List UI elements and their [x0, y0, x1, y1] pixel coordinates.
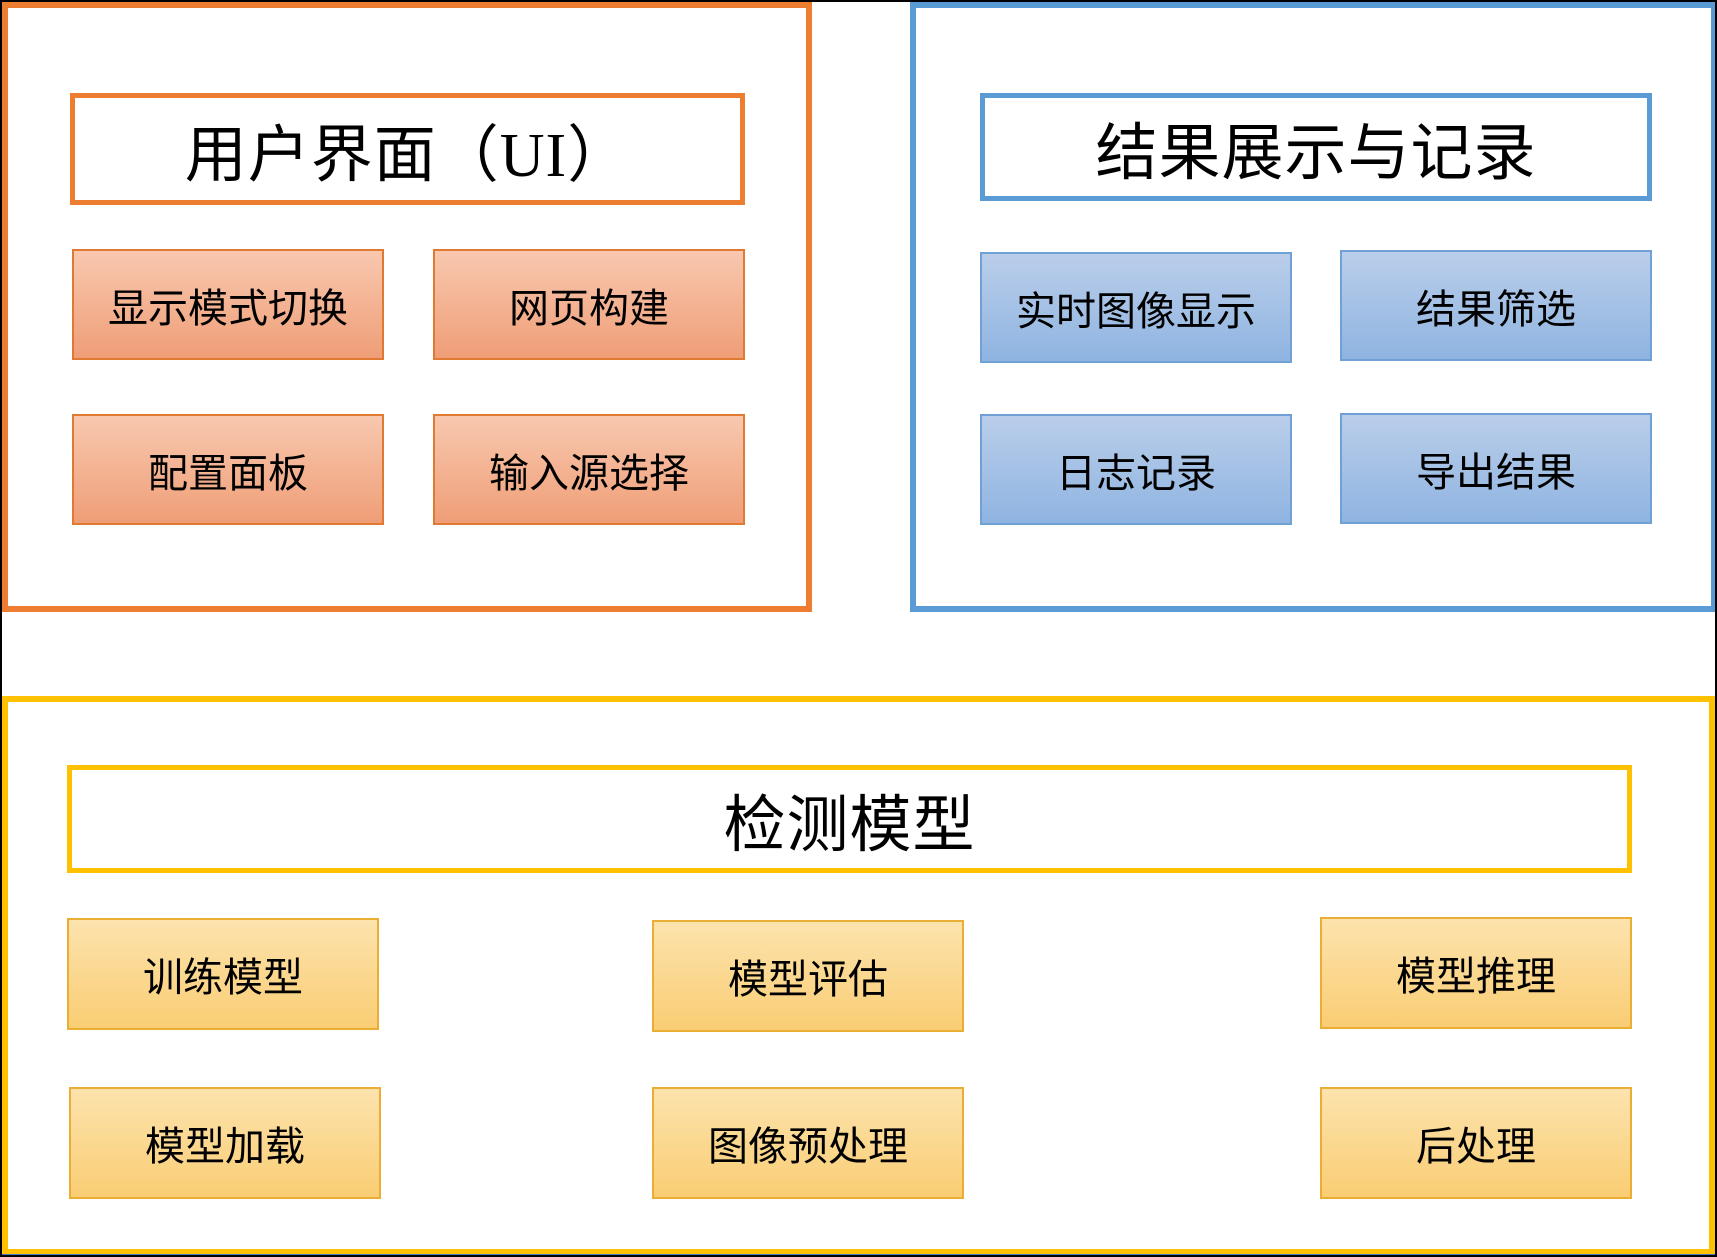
section-model-title: 检测模型	[723, 792, 976, 860]
box-image-preprocess-label: 图像预处理	[708, 1124, 908, 1169]
box-display-mode-switch: 显示模式切换	[72, 249, 384, 360]
box-train-model-label: 训练模型	[143, 955, 303, 1000]
section-ui-title-box: 用户界面（UI）	[70, 93, 745, 205]
box-image-preprocess: 图像预处理	[652, 1087, 964, 1199]
box-log-record: 日志记录	[980, 414, 1292, 525]
box-result-filter-label: 结果筛选	[1416, 286, 1576, 332]
box-model-inference: 模型推理	[1320, 917, 1632, 1029]
box-realtime-image-display: 实时图像显示	[980, 252, 1292, 363]
box-config-panel: 配置面板	[72, 414, 384, 525]
bottom-edge-line	[2, 1254, 1715, 1255]
box-postprocess: 后处理	[1320, 1087, 1632, 1199]
box-web-page-build-label: 网页构建	[509, 285, 669, 331]
box-model-eval-label: 模型评估	[728, 957, 888, 1002]
box-model-load-label: 模型加载	[145, 1124, 305, 1169]
box-realtime-image-display-label: 实时图像显示	[1016, 288, 1256, 334]
section-results-title-box: 结果展示与记录	[980, 93, 1652, 201]
box-input-source-select: 输入源选择	[433, 414, 745, 525]
box-model-eval: 模型评估	[652, 920, 964, 1032]
box-log-record-label: 日志记录	[1056, 450, 1216, 496]
box-export-results: 导出结果	[1340, 413, 1652, 524]
box-result-filter: 结果筛选	[1340, 250, 1652, 361]
box-export-results-label: 导出结果	[1416, 449, 1576, 495]
box-input-source-select-label: 输入源选择	[489, 450, 689, 496]
box-model-load: 模型加载	[69, 1087, 381, 1199]
box-model-inference-label: 模型推理	[1396, 954, 1556, 999]
section-results-title: 结果展示与记录	[1095, 120, 1537, 188]
section-model-title-box: 检测模型	[67, 765, 1632, 873]
box-display-mode-switch-label: 显示模式切换	[108, 285, 348, 331]
box-web-page-build: 网页构建	[433, 249, 745, 360]
section-ui-title: 用户界面（UI）	[184, 122, 631, 190]
box-postprocess-label: 后处理	[1416, 1124, 1536, 1169]
box-config-panel-label: 配置面板	[148, 450, 308, 496]
box-train-model: 训练模型	[67, 918, 379, 1030]
